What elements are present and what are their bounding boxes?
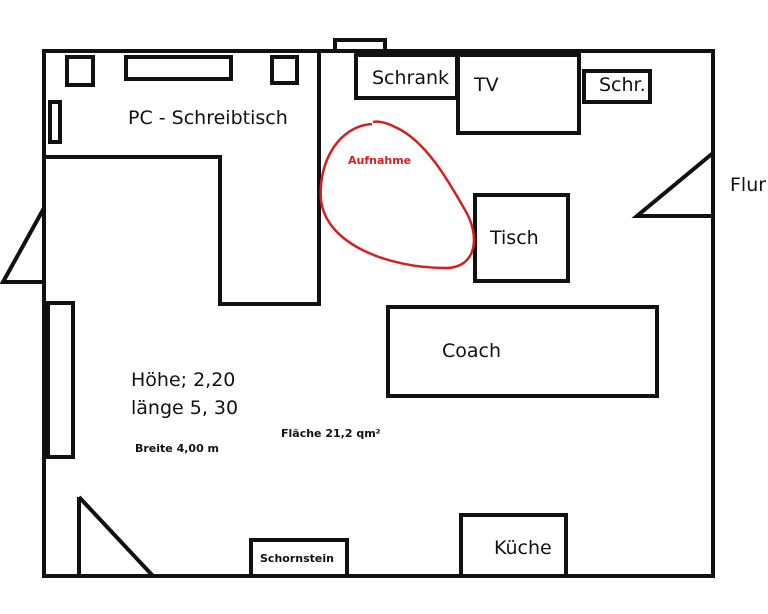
flur-label: Flur [730,174,766,196]
wall-socket [48,100,62,144]
schornstein-box [249,538,349,578]
wall-vent [333,38,387,53]
flaeche-label: Fläche 21,2 qm² [281,427,381,440]
kueche-box [459,513,568,578]
room-outline [42,49,715,578]
schrank-label: Schrank [372,67,449,89]
radiator [46,301,75,459]
left-door [0,207,46,284]
tv-label: TV [473,74,499,96]
desk-speaker-right [270,55,299,85]
coach-label: Coach [442,340,501,362]
bottom-left-door [77,495,158,578]
coach-box [386,305,659,398]
hoehe-label: Höhe; 2,20 [131,369,235,391]
kueche-label: Küche [494,537,552,559]
laenge-label: länge 5, 30 [131,397,238,419]
schr-box [582,69,652,104]
flur-door [631,151,715,218]
desk-speaker-left [65,55,95,87]
schr-label: Schr. [599,74,646,96]
tv-box [456,53,581,135]
pc-desk-shape [44,51,321,306]
aufnahme-label: Aufnahme [348,154,411,167]
aufnahme-loop [319,120,476,270]
schornstein-label: Schornstein [260,552,334,565]
pc-desk-label: PC - Schreibtisch [128,107,288,129]
tisch-label: Tisch [489,227,539,249]
breite-label: Breite 4,00 m [135,442,219,455]
desk-monitor [124,55,233,81]
